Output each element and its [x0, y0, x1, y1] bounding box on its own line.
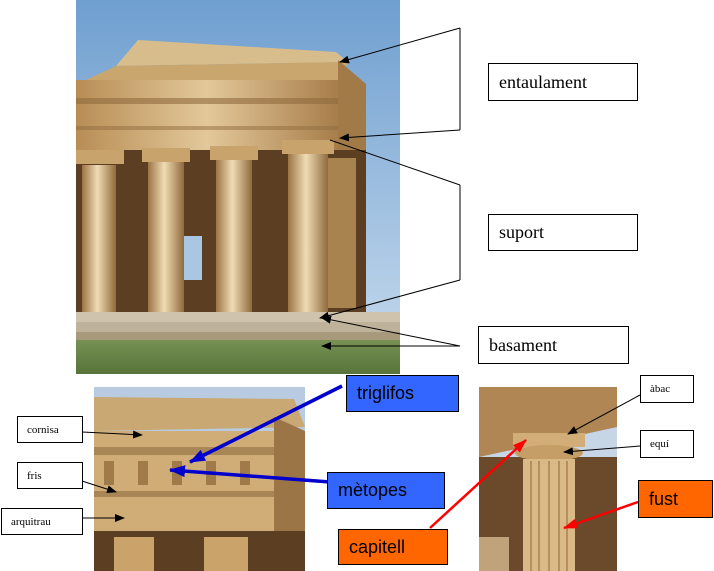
- abac-arrow: [567, 394, 641, 435]
- label-arquitrau: arquitrau: [1, 508, 83, 535]
- label-cornisa: cornisa: [17, 416, 83, 443]
- fris-arrow: [81, 480, 117, 494]
- suport-top-line: [329, 139, 461, 186]
- label-metopes: mètopes: [327, 472, 445, 509]
- label-capitell: capitell: [338, 529, 448, 565]
- label-basament: basament: [478, 326, 629, 364]
- capitell-arrow: [429, 439, 527, 529]
- label-triglifos: triglifos: [346, 375, 459, 412]
- entaulament-bottom-arrow: [339, 129, 461, 142]
- label-suport: suport: [488, 214, 638, 251]
- label-equi: equí: [640, 430, 694, 458]
- label-abac: àbac: [640, 375, 694, 403]
- cornisa-arrow: [81, 430, 143, 439]
- fust-arrow: [563, 500, 639, 530]
- label-entaulament: entaulament: [488, 63, 638, 101]
- triglifos-arrow: [189, 384, 343, 464]
- suport-bottom-arrow: [319, 279, 461, 320]
- basament-top-arrow: [321, 315, 461, 347]
- equi-arrow: [563, 445, 641, 456]
- label-fust: fust: [638, 480, 713, 518]
- entaulament-top-arrow: [339, 27, 461, 64]
- metopes-arrow: [169, 465, 331, 484]
- label-fris: fris: [17, 462, 83, 489]
